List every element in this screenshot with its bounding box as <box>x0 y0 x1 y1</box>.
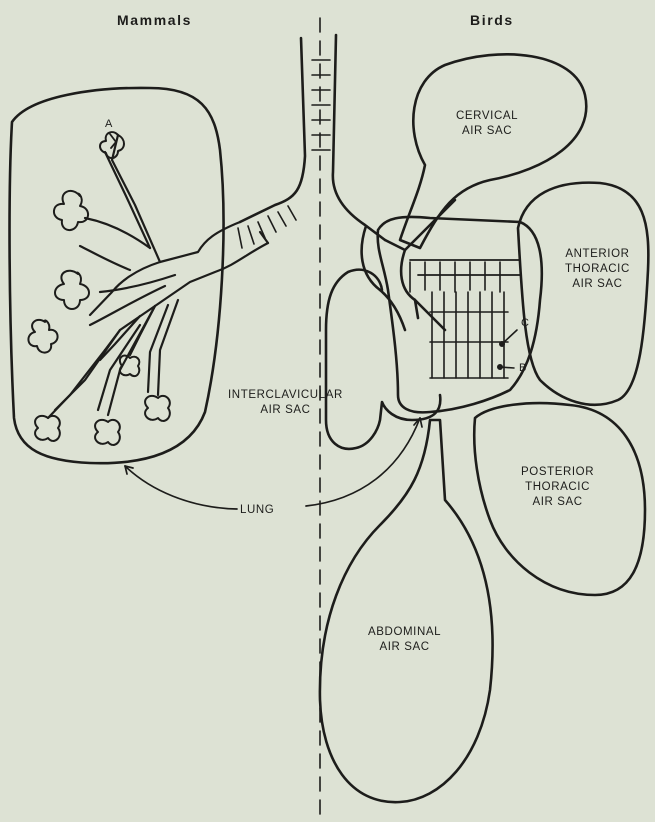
mammal-bronchial-tree <box>48 135 296 418</box>
heading-birds: Birds <box>470 13 514 28</box>
anterior-thoracic-air-sac <box>518 183 648 405</box>
heading-mammals: Mammals <box>117 13 192 28</box>
bird-lung <box>378 217 542 412</box>
label-c: C <box>521 316 529 331</box>
label-a: A <box>105 117 112 132</box>
label-b: B <box>519 361 526 376</box>
trachea <box>240 35 385 240</box>
interclavicular-air-sac <box>326 270 440 449</box>
label-lung: LUNG <box>240 503 274 518</box>
alveolar-clusters <box>28 132 169 445</box>
lung-pointers <box>125 418 422 509</box>
abdominal-air-sac <box>320 420 493 802</box>
